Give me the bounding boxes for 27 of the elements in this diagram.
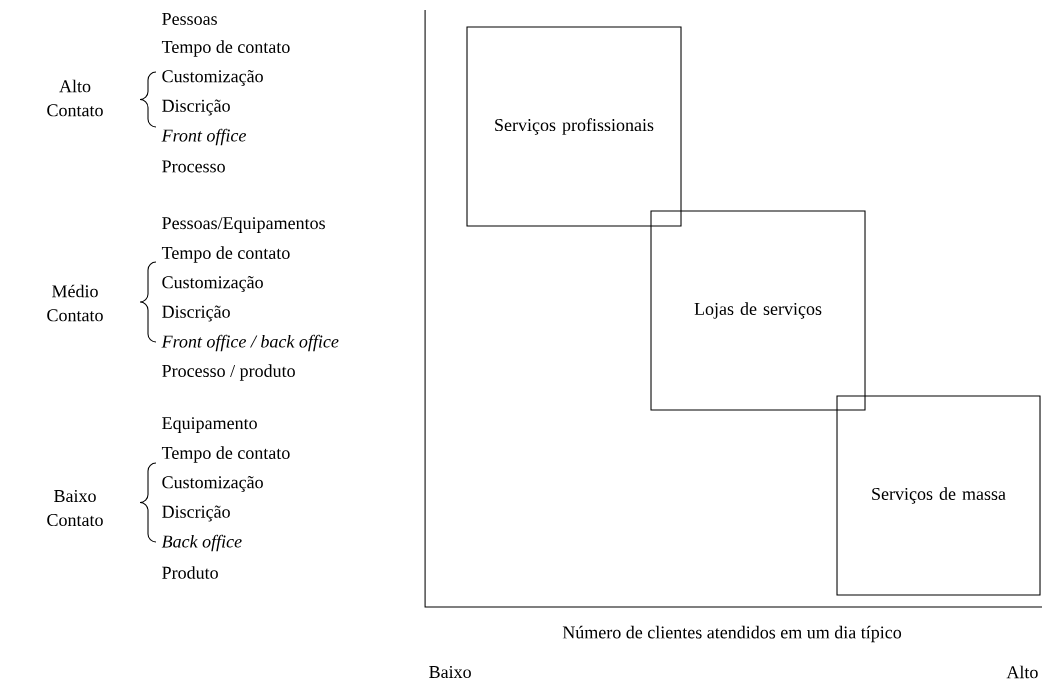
category-box: Serviços profissionais <box>466 26 682 227</box>
attribute-label: Equipamento <box>162 417 257 433</box>
attribute-label: Tempo de contato <box>161 246 290 263</box>
attribute-label: Processo / produto <box>162 364 295 381</box>
attribute-label: Discrição <box>162 305 230 322</box>
group-label: Médio Contato <box>47 284 103 322</box>
axis-end-label: Baixo <box>429 665 471 679</box>
attribute-label: Pessoas/Equipamentos <box>162 217 325 233</box>
attribute-label: Back office <box>161 534 242 552</box>
attribute-label: Customização <box>162 476 263 492</box>
attribute-label: Processo <box>162 160 225 173</box>
attribute-label: Tempo de contato <box>161 446 290 463</box>
attribute-label: Pessoas <box>162 13 217 25</box>
attribute-label: Produto <box>162 566 218 579</box>
attribute-label: Customização <box>162 70 263 86</box>
axis-end-label: Alto <box>1006 665 1038 679</box>
attribute-label: Front office / back office <box>161 334 339 352</box>
attribute-label: Front office <box>161 128 246 146</box>
category-box: Serviços de massa <box>836 395 1041 596</box>
group-label: Alto Contato <box>47 79 103 117</box>
attribute-label: Discrição <box>162 505 230 522</box>
group-label: Baixo Contato <box>47 489 103 527</box>
axis-title: Número de clientes atendidos em um dia típico <box>562 625 902 643</box>
attribute-label: Discrição <box>162 99 230 116</box>
category-box: Lojas de serviços <box>650 210 866 411</box>
attribute-label: Tempo de contato <box>161 40 290 57</box>
attribute-label: Customização <box>162 276 263 292</box>
